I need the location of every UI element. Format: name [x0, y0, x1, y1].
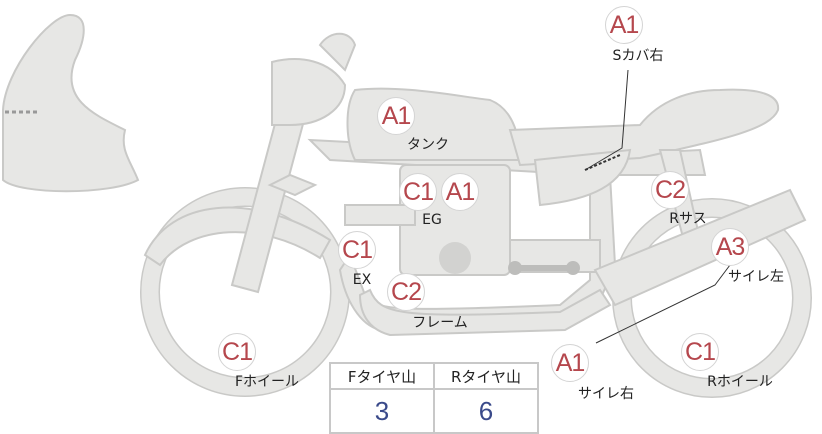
fairing: [2, 13, 140, 193]
grade-badge-tank: A1: [377, 97, 415, 135]
grade-badge-side-cover-right: A1: [605, 6, 643, 44]
label-front-wheel: Fホイール: [234, 374, 300, 390]
motorcycle-diagram: [2, 13, 812, 398]
header-rear-tire: Rタイヤ山: [433, 362, 539, 390]
label-frame: フレーム: [412, 315, 468, 331]
headlight: [271, 58, 347, 126]
grade-badge-muffler-right: A1: [551, 344, 589, 382]
label-rear-suspension: Rサス: [669, 211, 707, 227]
grade-badge-engine-c: C1: [399, 173, 437, 211]
grade-badge-exhaust: C1: [338, 231, 376, 269]
value-rear-tire: 6: [433, 388, 539, 434]
grade-badge-engine-a: A1: [441, 173, 479, 211]
label-engine: EG: [422, 212, 442, 228]
seat: [508, 88, 780, 167]
label-muffler-right: サイレ右: [578, 386, 634, 402]
muffler: [593, 188, 807, 307]
label-muffler-left: サイレ左: [728, 269, 784, 285]
grade-badge-frame: C2: [387, 273, 425, 311]
value-front-tire: 3: [329, 388, 435, 434]
label-side-cover-right: Sカバ右: [612, 48, 664, 64]
tire-tread-table: Fタイヤ山 Rタイヤ山 3 6: [329, 362, 539, 434]
label-rear-wheel: Rホイール: [707, 374, 773, 390]
label-exhaust: EX: [352, 272, 372, 288]
grade-badge-rear-suspension: C2: [651, 171, 689, 209]
grade-badge-muffler-left: A3: [711, 228, 749, 266]
side-cover: [533, 148, 632, 207]
label-tank: タンク: [407, 137, 449, 153]
grade-badge-front-wheel: C1: [218, 333, 256, 371]
header-front-tire: Fタイヤ山: [329, 362, 435, 390]
grade-badge-rear-wheel: C1: [681, 333, 719, 371]
exhaust-pipe: [358, 288, 612, 337]
